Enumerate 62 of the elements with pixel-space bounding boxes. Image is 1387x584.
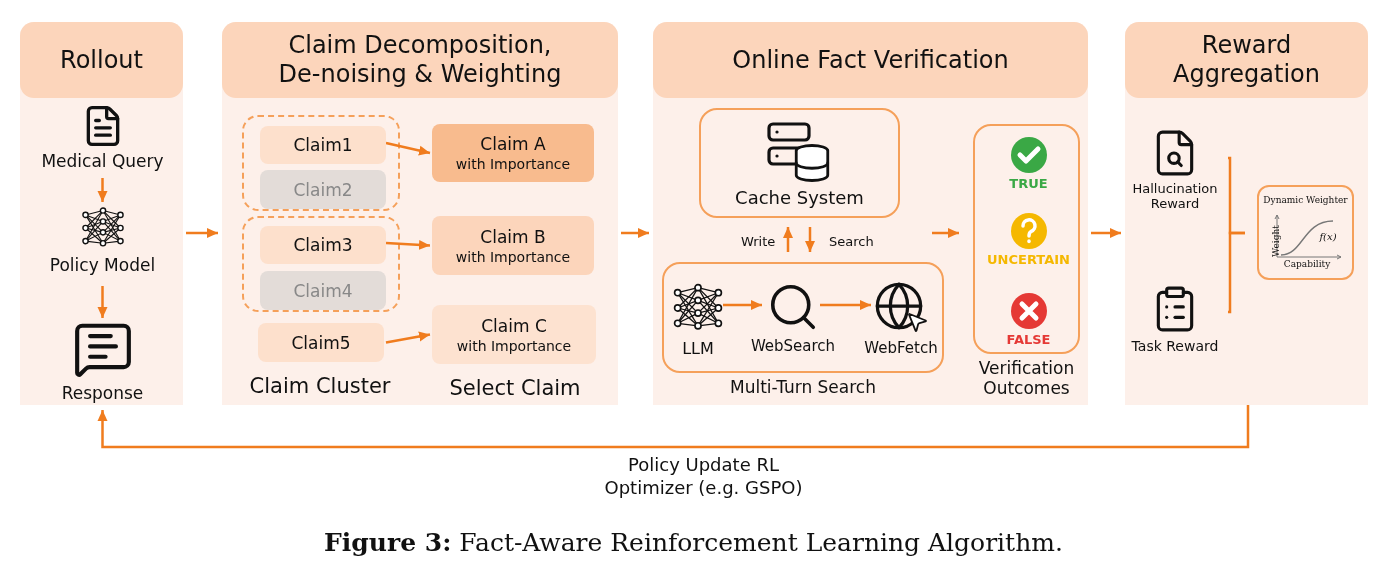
arrow <box>932 228 959 238</box>
arrow <box>723 300 762 310</box>
claim-box <box>432 124 594 182</box>
arrow <box>186 228 218 238</box>
claim-box: Claim1 <box>260 126 386 164</box>
arrow <box>385 331 431 344</box>
claim-box: Claim3 <box>260 226 386 264</box>
section-label: Select Claim <box>448 376 582 400</box>
claim-cluster-outline <box>242 216 400 312</box>
arrow <box>783 227 793 252</box>
arrow <box>97 178 108 202</box>
arrow <box>621 228 649 238</box>
item-label: Policy Model <box>49 256 156 276</box>
arrow <box>385 141 431 156</box>
cache-box <box>699 108 900 218</box>
importance-note: with Importance <box>455 156 571 172</box>
weighter-box <box>1257 185 1354 280</box>
item-label: WebFetch <box>864 340 938 358</box>
stage-panel <box>222 22 618 405</box>
weighter-title: Dynamic Weighter <box>1262 195 1349 205</box>
item-label: Medical Query <box>41 152 164 172</box>
claim-box <box>432 305 596 364</box>
item-label: LLM <box>682 340 714 359</box>
item-label: Response <box>61 384 144 404</box>
claim-box <box>432 216 594 275</box>
stage-title: Rollout <box>60 45 143 75</box>
stage-title: Online Fact Verification <box>732 45 1009 75</box>
arrow <box>97 286 108 318</box>
claim-box: Claim2 <box>260 170 386 209</box>
stage-panel <box>653 22 1088 405</box>
importance-note: with Importance <box>456 337 572 354</box>
claim-title: Claim A <box>480 134 546 154</box>
arrow <box>97 405 1250 449</box>
stage-panel <box>1125 22 1368 405</box>
bracket-line <box>1227 231 1245 314</box>
claim-title: Claim B <box>480 226 546 247</box>
stage-panel <box>20 22 183 405</box>
item-label: Task Reward <box>1131 338 1219 355</box>
axis-label: Weight <box>1271 227 1281 257</box>
group-label: Multi-Turn Search <box>729 377 877 398</box>
importance-note: with Importance <box>455 248 571 265</box>
arrow <box>385 239 431 250</box>
item-label: WebSearch <box>750 338 836 356</box>
claim-box: Claim4 <box>260 271 386 310</box>
outcome-label: FALSE <box>1006 332 1051 347</box>
claim-box: Claim5 <box>258 323 384 362</box>
claim-cluster-outline <box>242 115 400 211</box>
figure-caption: Figure 3: Fact-Aware Reinforcement Learning Algorithm. <box>323 528 1064 557</box>
claim-title: Claim C <box>481 315 547 336</box>
item-label: Hallucination Reward <box>1131 182 1219 212</box>
group-label: Verification Outcomes <box>977 358 1076 399</box>
function-label: f(x) <box>1318 231 1338 242</box>
outcome-label: UNCERTAIN <box>987 252 1070 267</box>
section-label: Claim Cluster <box>248 374 392 398</box>
arrow <box>805 227 815 252</box>
arrow <box>1091 228 1121 238</box>
stage-title: Reward Aggregation <box>1172 31 1321 89</box>
arrow <box>820 300 871 310</box>
stage-title: Claim Decomposition, De-noising & Weighting <box>277 31 563 89</box>
box-label: Cache System <box>735 188 864 209</box>
outcome-label: TRUE <box>1009 176 1048 191</box>
section-label: Capability <box>1282 259 1332 269</box>
